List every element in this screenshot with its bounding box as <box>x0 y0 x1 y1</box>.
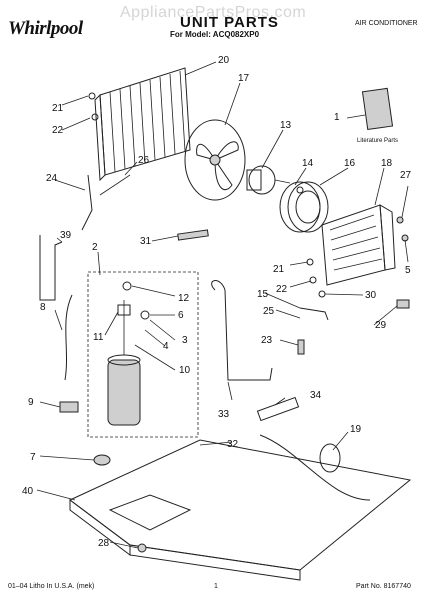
callout-16: 16 <box>344 158 356 169</box>
callout-8: 8 <box>40 302 46 313</box>
callout-21-top: 21 <box>52 103 64 114</box>
callout-10: 10 <box>179 365 191 376</box>
footer-part-number: Part No. 8167740 <box>356 583 411 590</box>
condenser-fan-blade <box>184 119 246 201</box>
callout-4: 4 <box>163 341 169 352</box>
category-label: AIR CONDITIONER <box>355 20 418 27</box>
drain-tube-39 <box>39 235 63 301</box>
model-line: For Model: ACQ082XP0 <box>170 30 260 39</box>
evaporator-coil <box>321 204 396 286</box>
blower-wheel <box>279 181 329 233</box>
callout-24: 24 <box>46 173 58 184</box>
callout-30: 30 <box>365 290 377 301</box>
insulation-tube-34 <box>256 396 300 422</box>
callout-5: 5 <box>405 265 411 276</box>
fan-motor <box>246 165 291 195</box>
page-title: UNIT PARTS <box>180 14 279 31</box>
bracket-9 <box>59 401 79 413</box>
wire-harness-8 <box>64 294 73 381</box>
callout-20: 20 <box>218 55 230 66</box>
callout-29: 29 <box>375 320 387 331</box>
callout-3: 3 <box>182 335 188 346</box>
callout-21-mid: 21 <box>273 264 285 275</box>
condenser-coil <box>94 67 191 182</box>
callout-9: 9 <box>28 397 34 408</box>
callout-numbers: 20 17 13 14 16 18 1 21 22 26 24 27 39 2 … <box>22 55 412 549</box>
callout-19: 19 <box>350 424 362 435</box>
capillary-tube-19 <box>259 434 371 501</box>
callout-22-mid: 22 <box>276 284 288 295</box>
compressor-assembly-outline <box>87 271 199 438</box>
fasteners <box>81 92 410 355</box>
brand-logo: Whirlpool <box>8 18 83 39</box>
callout-33: 33 <box>218 409 230 420</box>
callout-22-top: 22 <box>52 125 64 136</box>
callout-26: 26 <box>138 155 150 166</box>
callout-25: 25 <box>263 306 275 317</box>
callout-23: 23 <box>261 335 273 346</box>
callout-31: 31 <box>140 236 152 247</box>
callout-17: 17 <box>238 73 250 84</box>
callout-15: 15 <box>257 289 269 300</box>
screw-28 <box>137 543 147 553</box>
callout-11: 11 <box>93 332 104 343</box>
leader-lines <box>36 61 409 549</box>
callout-6: 6 <box>178 310 184 321</box>
callout-28: 28 <box>98 538 110 549</box>
mount-7 <box>93 454 111 466</box>
literature-label: Literature Parts <box>357 138 398 144</box>
callout-40: 40 <box>22 486 34 497</box>
callout-14: 14 <box>302 158 314 169</box>
footer-page-number: 1 <box>214 583 218 590</box>
watermark: AppliancePartsPros.com <box>120 4 307 21</box>
footer-litho: 01–04 Litho In U.S.A. (mek) <box>8 583 95 590</box>
callout-2: 2 <box>92 242 98 253</box>
tube-33 <box>211 280 273 381</box>
callout-7: 7 <box>30 452 36 463</box>
callout-13: 13 <box>280 120 292 131</box>
callout-32: 32 <box>227 439 239 450</box>
callout-39: 39 <box>60 230 72 241</box>
tube-25 <box>299 307 329 321</box>
callout-34: 34 <box>310 390 322 401</box>
callout-12: 12 <box>178 293 190 304</box>
callout-1: 1 <box>334 112 340 123</box>
capillary-coil <box>319 443 341 473</box>
literature-booklet <box>361 87 394 131</box>
base-pan <box>69 439 412 581</box>
compressor <box>107 281 150 426</box>
callout-18: 18 <box>381 158 393 169</box>
callout-27: 27 <box>400 170 412 181</box>
